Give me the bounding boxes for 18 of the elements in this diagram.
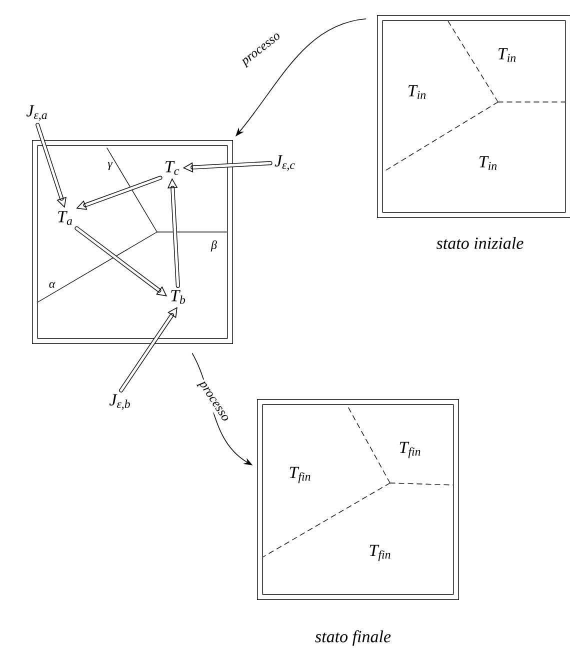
state-caption: stato finale — [315, 630, 391, 646]
wall-label: α — [49, 282, 56, 288]
flux-label: J$_{ε,a}$ — [26, 105, 47, 121]
region-label: T$_{c}$ — [166, 161, 179, 175]
container-box — [32, 140, 233, 344]
region-label: T$_{in}$ — [408, 85, 426, 99]
state-caption: stato iniziale — [436, 237, 524, 249]
wall-label: γ — [108, 162, 113, 170]
region-label: T$_{a}$ — [58, 211, 72, 225]
region-label: T$_{in}$ — [498, 48, 516, 62]
flux-label: J$_{ε,c}$ — [274, 155, 295, 171]
region-label: T$_{b}$ — [171, 290, 186, 304]
region-label: T$_{fin}$ — [290, 466, 310, 484]
region-label: T$_{in}$ — [480, 156, 497, 170]
wall-label: β — [210, 240, 217, 252]
region-label: T$_{fin}$ — [370, 544, 390, 562]
flux-label: J$_{ε,b}$ — [109, 394, 130, 410]
region-label: T$_{fin}$ — [400, 442, 420, 458]
